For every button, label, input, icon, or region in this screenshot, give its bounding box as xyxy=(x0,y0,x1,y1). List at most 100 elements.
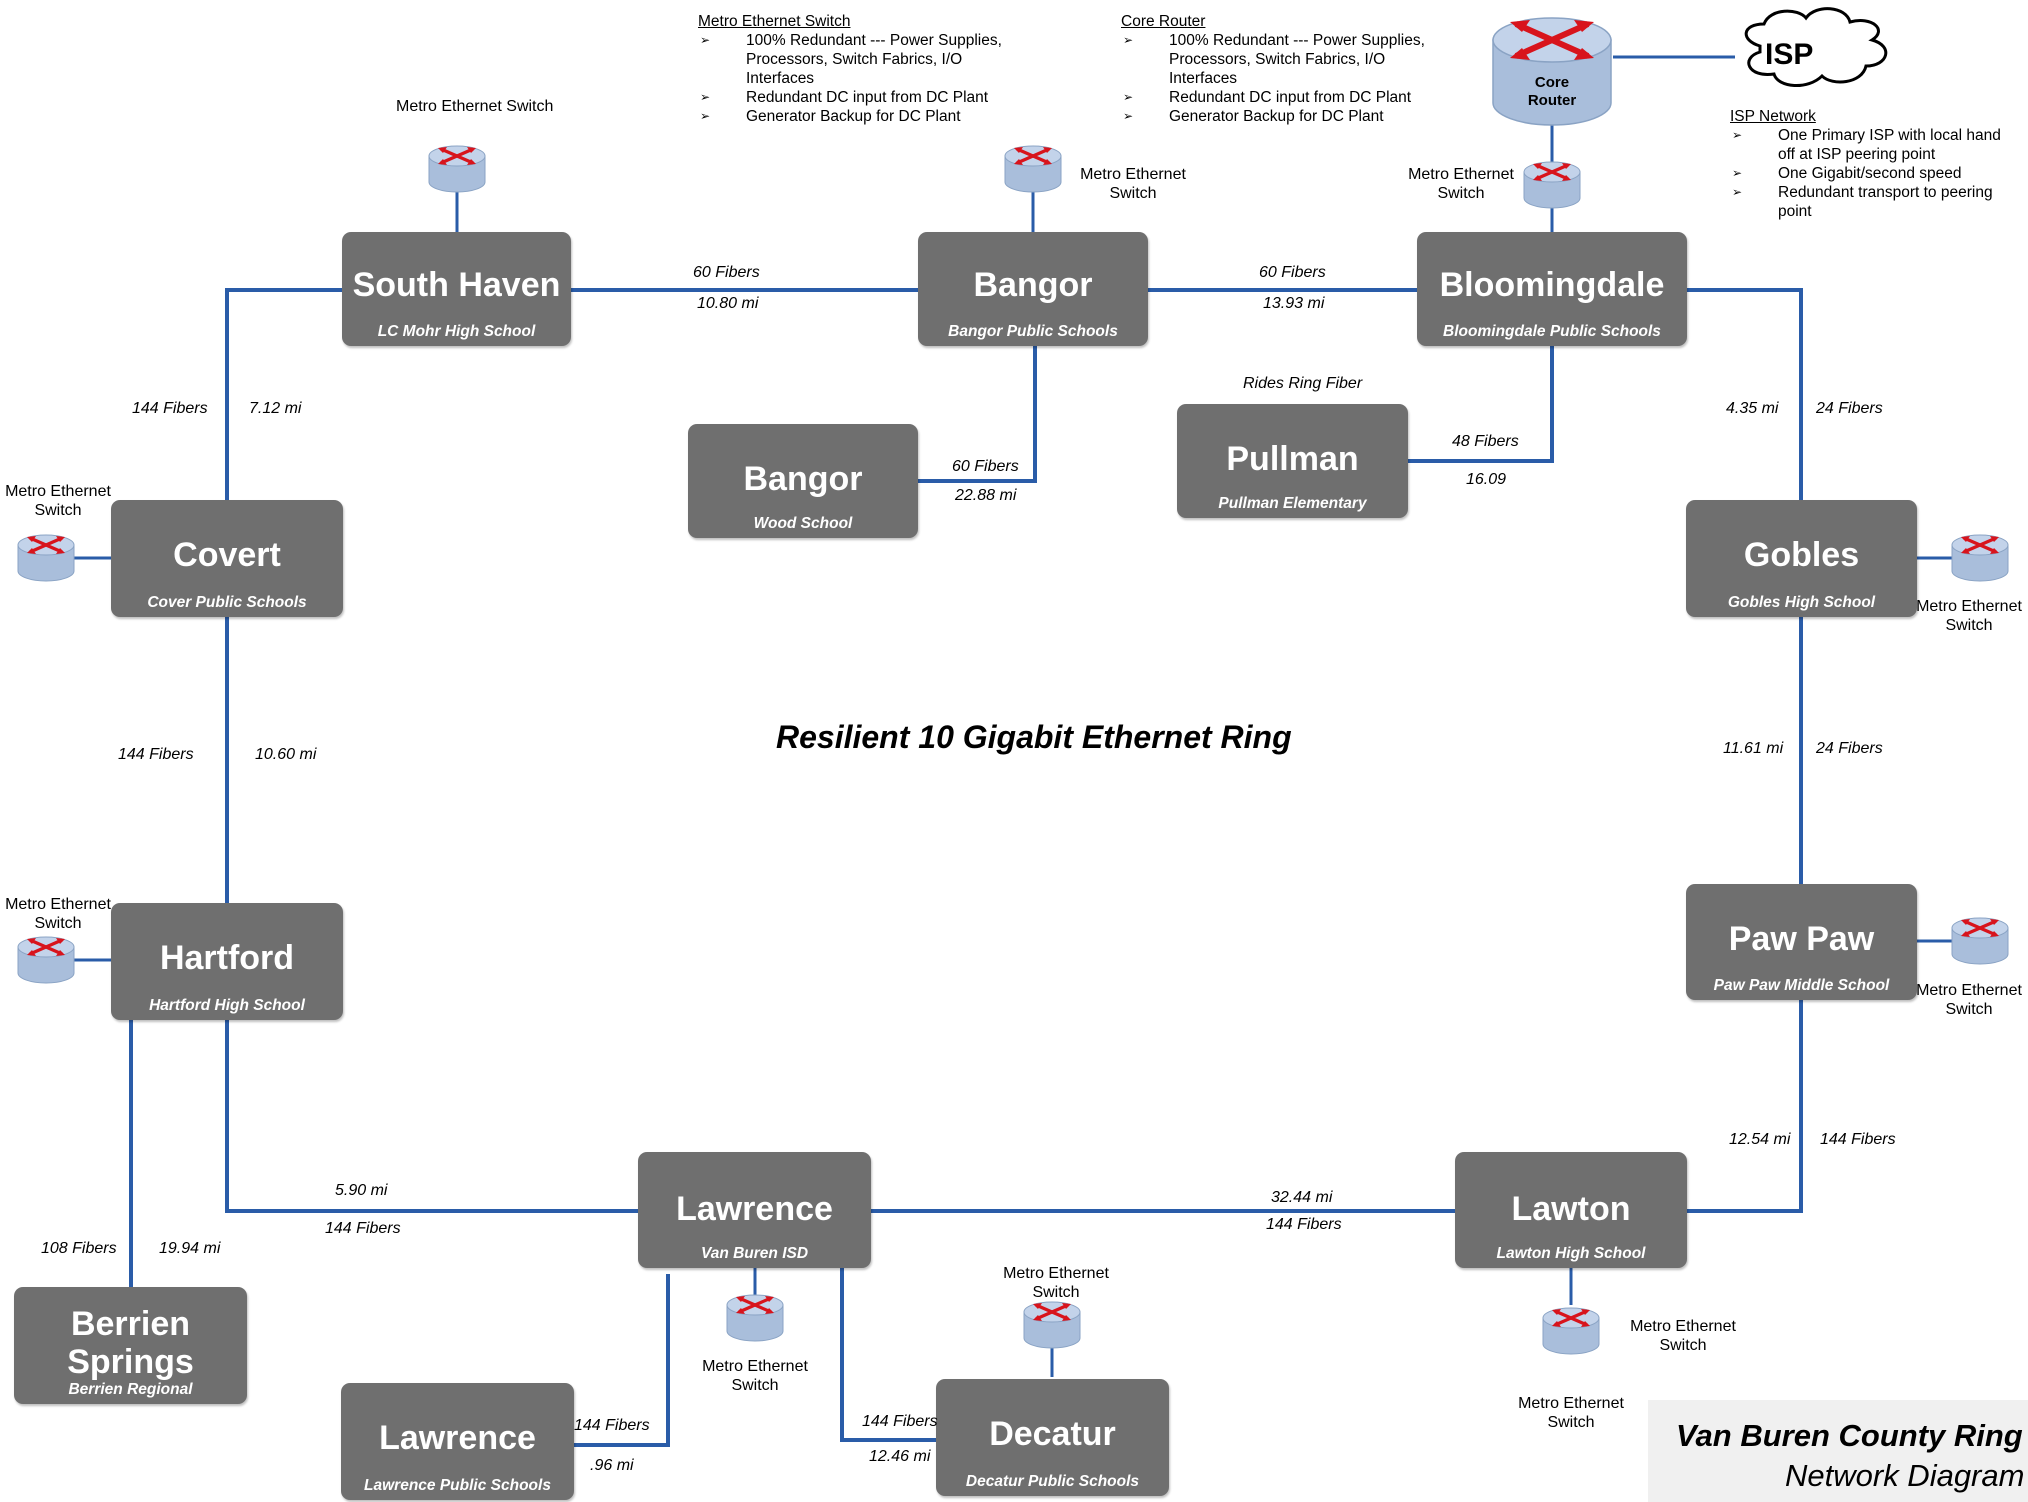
switch-label-covert: Metro Ethernet Switch xyxy=(5,483,111,519)
link-distance: 12.54 mi xyxy=(1729,1131,1791,1148)
note-item: One Gigabit/second speed xyxy=(1730,164,2020,183)
link-fibers: 144 Fibers xyxy=(325,1220,401,1237)
link-bloomingdale-pullman xyxy=(1408,346,1554,463)
link-fibers: 108 Fibers xyxy=(41,1240,117,1257)
link-fibers: 60 Fibers xyxy=(952,458,1019,475)
switch-label-lawrence: Metro Ethernet Switch xyxy=(702,1358,808,1394)
title-box-line1: Van Buren County Ring xyxy=(1676,1418,2023,1453)
note-item: 100% Redundant --- Power Supplies, Proce… xyxy=(1121,31,1451,88)
switch-icon-bloomingdale xyxy=(1522,160,1582,210)
note-heading: Core Router xyxy=(1121,13,1206,30)
node-subtitle: Decatur Public Schools xyxy=(965,1473,1140,1490)
link-distance: 16.09 xyxy=(1466,471,1507,488)
note-item: Generator Backup for DC Plant xyxy=(698,107,1028,126)
note-item: One Primary ISP with local hand off at I… xyxy=(1730,126,2020,164)
node-subtitle: Bangor Public Schools xyxy=(948,323,1118,340)
note-item: 100% Redundant --- Power Supplies, Proce… xyxy=(698,31,1028,88)
isp-label: ISP xyxy=(1765,38,1814,71)
node-subtitle: Lawton High School xyxy=(1496,1245,1646,1262)
link-distance: 32.44 mi xyxy=(1271,1189,1333,1206)
node-lawton: Lawton Lawton High School xyxy=(1455,1152,1687,1268)
note-heading: Metro Ethernet Switch xyxy=(698,13,851,30)
link-fibers: 144 Fibers xyxy=(118,746,194,763)
switch-icon-decatur xyxy=(1022,1300,1082,1350)
link-distance: 11.61 mi xyxy=(1723,740,1784,757)
switch-icon-gobles xyxy=(1950,533,2010,583)
node-covert: Covert Cover Public Schools xyxy=(111,500,343,617)
link-hartford-lawrence xyxy=(225,1020,638,1213)
link-fibers: 144 Fibers xyxy=(1266,1216,1342,1233)
node-name: Bloomingdale xyxy=(1439,266,1665,304)
node-decatur: Decatur Decatur Public Schools xyxy=(936,1379,1169,1496)
node-name: South Haven xyxy=(352,266,561,304)
link-distance: 22.88 mi xyxy=(955,487,1017,504)
link-fibers: 144 Fibers xyxy=(1820,1131,1896,1148)
node-name: Bangor xyxy=(743,460,863,498)
node-subtitle: Lawrence Public Schools xyxy=(364,1477,551,1494)
link-fibers: 144 Fibers xyxy=(574,1417,650,1434)
switch-icon-paw-paw xyxy=(1950,916,2010,966)
link-fibers: 24 Fibers xyxy=(1816,400,1883,417)
link-south-haven-covert xyxy=(225,288,342,500)
link-lawrence-decatur xyxy=(840,1268,936,1442)
node-south-haven: South Haven LC Mohr High School xyxy=(342,232,571,346)
link-distance: 12.46 mi xyxy=(869,1448,931,1465)
fiber-links xyxy=(129,288,1803,1447)
core-router-label: Core Router xyxy=(1527,74,1577,109)
node-subtitle: Bloomingdale Public Schools xyxy=(1443,323,1661,340)
switch-label-lawton: Metro Ethernet Switch xyxy=(1630,1318,1736,1354)
link-fibers: 144 Fibers xyxy=(862,1413,938,1430)
note-item: Redundant transport to peering point xyxy=(1730,183,2020,221)
link-fibers: 60 Fibers xyxy=(693,264,760,281)
link-distance: 19.94 mi xyxy=(159,1240,221,1257)
switch-icon-bangor xyxy=(1003,144,1063,194)
node-paw-paw: Paw Paw Paw Paw Middle School xyxy=(1686,884,1917,1000)
link-distance: 5.90 mi xyxy=(335,1182,388,1199)
switch-label-paw-paw: Metro Ethernet Switch xyxy=(1916,982,2022,1018)
link-distance: 10.80 mi xyxy=(697,295,759,312)
node-subtitle: Paw Paw Middle School xyxy=(1713,977,1890,994)
node-name: Covert xyxy=(173,536,281,574)
node-bangor-wood: Bangor Wood School xyxy=(688,424,918,538)
note-item: Redundant DC input from DC Plant xyxy=(698,88,1028,107)
title-box-line2: Network Diagram xyxy=(1785,1458,2025,1493)
node-subtitle: Gobles High School xyxy=(1727,594,1876,611)
switch-label-gobles: Metro Ethernet Switch xyxy=(1916,598,2022,634)
node-name: Lawrence xyxy=(379,1419,536,1457)
note-item: Generator Backup for DC Plant xyxy=(1121,107,1451,126)
node-subtitle: Wood School xyxy=(753,515,853,532)
switch-label-bangor: Metro Ethernet Switch xyxy=(1080,166,1186,202)
node-name: Paw Paw xyxy=(1728,920,1875,958)
link-distance: 10.60 mi xyxy=(255,746,317,763)
core-router-icon xyxy=(1492,17,1612,126)
node-berrien-springs: Berrien Springs Berrien Regional xyxy=(14,1287,247,1404)
note-heading: ISP Network xyxy=(1730,108,1816,125)
node-subtitle: Pullman Elementary xyxy=(1218,495,1367,512)
note-item: Redundant DC input from DC Plant xyxy=(1121,88,1451,107)
note-isp-network: ISP Network One Primary ISP with local h… xyxy=(1730,107,2020,221)
node-name: Berrien Springs xyxy=(67,1305,194,1381)
node-bangor: Bangor Bangor Public Schools xyxy=(918,232,1148,346)
switch-label-hartford: Metro Ethernet Switch xyxy=(5,896,111,932)
node-lawrence-isd: Lawrence Van Buren ISD xyxy=(638,1152,871,1268)
link-bloomingdale-gobles xyxy=(1687,288,1803,500)
node-hartford: Hartford Hartford High School xyxy=(111,903,343,1020)
switch-icon-covert xyxy=(16,533,76,583)
ring-title: Resilient 10 Gigabit Ethernet Ring xyxy=(776,719,1292,755)
node-name: Gobles xyxy=(1743,536,1860,574)
link-distance: .96 mi xyxy=(590,1457,634,1474)
link-note: Rides Ring Fiber xyxy=(1243,375,1363,392)
node-subtitle: Hartford High School xyxy=(149,997,305,1014)
link-fibers: 48 Fibers xyxy=(1452,433,1519,450)
link-fibers: 60 Fibers xyxy=(1259,264,1326,281)
link-distance: 7.12 mi xyxy=(249,400,302,417)
switch-label-decatur: Metro Ethernet Switch xyxy=(1003,1265,1109,1301)
switch-icon-lawton xyxy=(1541,1306,1601,1356)
node-name: Pullman xyxy=(1226,440,1359,478)
node-name: Lawrence xyxy=(676,1190,833,1228)
link-fibers: 144 Fibers xyxy=(132,400,208,417)
node-subtitle: Van Buren ISD xyxy=(700,1245,809,1262)
switch-icon-hartford xyxy=(16,935,76,985)
isp-cloud-icon xyxy=(1744,7,1888,88)
